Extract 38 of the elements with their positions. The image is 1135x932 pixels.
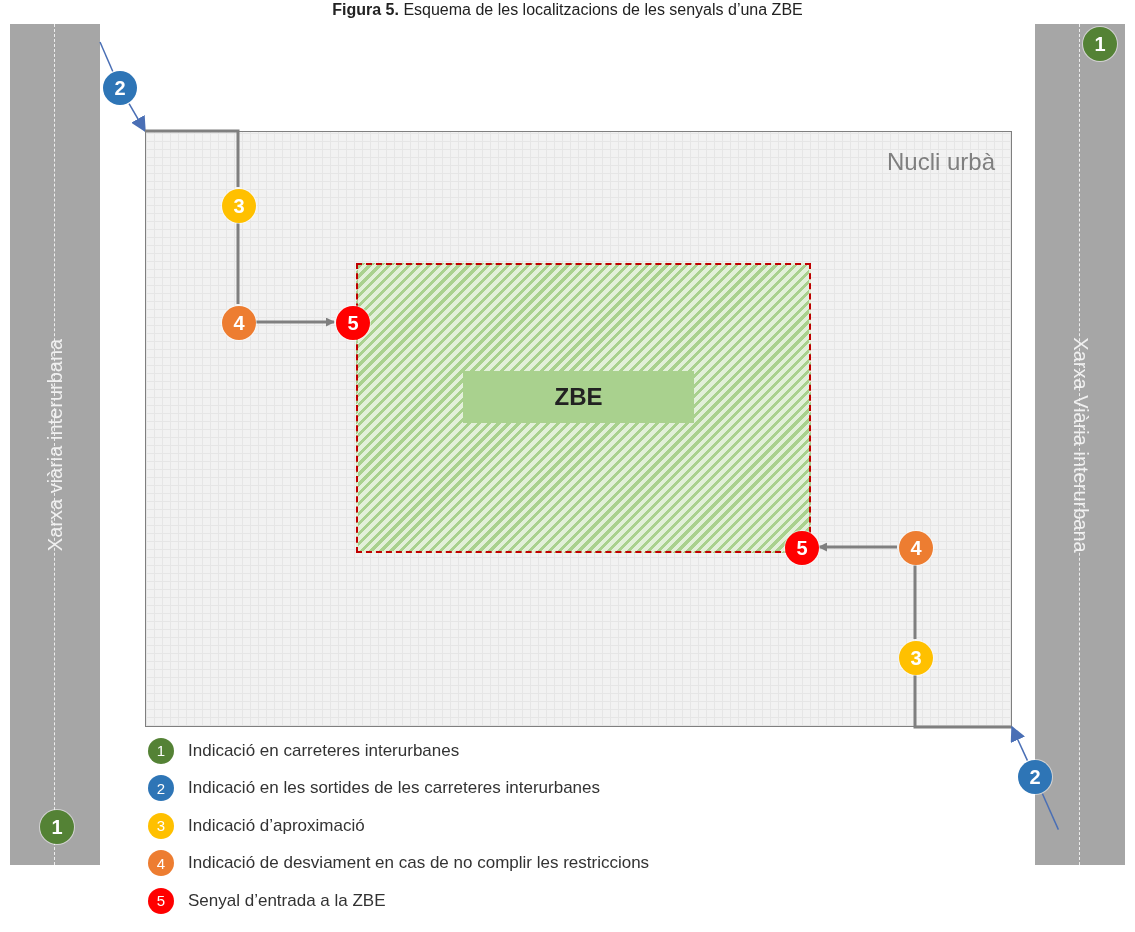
legend-marker: 2 (148, 775, 174, 802)
sign-marker: 5 (785, 531, 819, 565)
arrow (1010, 725, 1029, 762)
sign-marker: 2 (1018, 760, 1052, 794)
legend-label: Indicació d’aproximació (188, 815, 365, 836)
connector-line (913, 565, 917, 639)
sign-marker: 3 (222, 189, 256, 223)
sign-marker: 1 (1083, 27, 1117, 61)
sign-marker: 5 (336, 306, 370, 340)
arrow (818, 542, 897, 552)
low-emission-zone (356, 263, 811, 553)
connector-line (99, 41, 114, 73)
road-band (10, 24, 100, 865)
connector-line (236, 223, 240, 304)
road-label: Xarxa Viària interurbana (1068, 336, 1092, 553)
urban-area (145, 131, 1012, 727)
legend-label: Senyal d’entrada a la ZBE (188, 890, 386, 911)
legend-label: Indicació de desviament en cas de no complir les restriccions (188, 853, 650, 874)
area-label: Nucli urbà (886, 148, 995, 176)
sign-marker: 3 (899, 641, 933, 675)
sign-marker: 1 (40, 810, 74, 844)
road-label: Xarxa viària interurbana (43, 338, 67, 551)
legend-label: Indicació en les sortides de les carreteres interurbanes (188, 778, 600, 799)
arrow (128, 102, 146, 133)
legend-label: Indicació en carreteres interurbanes (188, 740, 460, 761)
zone-label: ZBE (463, 371, 694, 423)
sign-marker: 4 (899, 531, 933, 565)
connector-line (145, 129, 240, 187)
legend-marker: 5 (148, 887, 174, 914)
connector-line (1041, 792, 1060, 831)
sign-marker: 2 (103, 71, 137, 105)
legend-marker: 1 (148, 737, 174, 764)
sign-marker: 4 (222, 306, 256, 340)
figure-title: Figura 5. Esquema de les localitzacions de les senyals d’una ZBE (331, 1, 804, 19)
legend-marker: 3 (148, 812, 174, 839)
connector-line (913, 675, 1012, 729)
arrow (256, 317, 335, 327)
legend-marker: 4 (148, 850, 174, 877)
